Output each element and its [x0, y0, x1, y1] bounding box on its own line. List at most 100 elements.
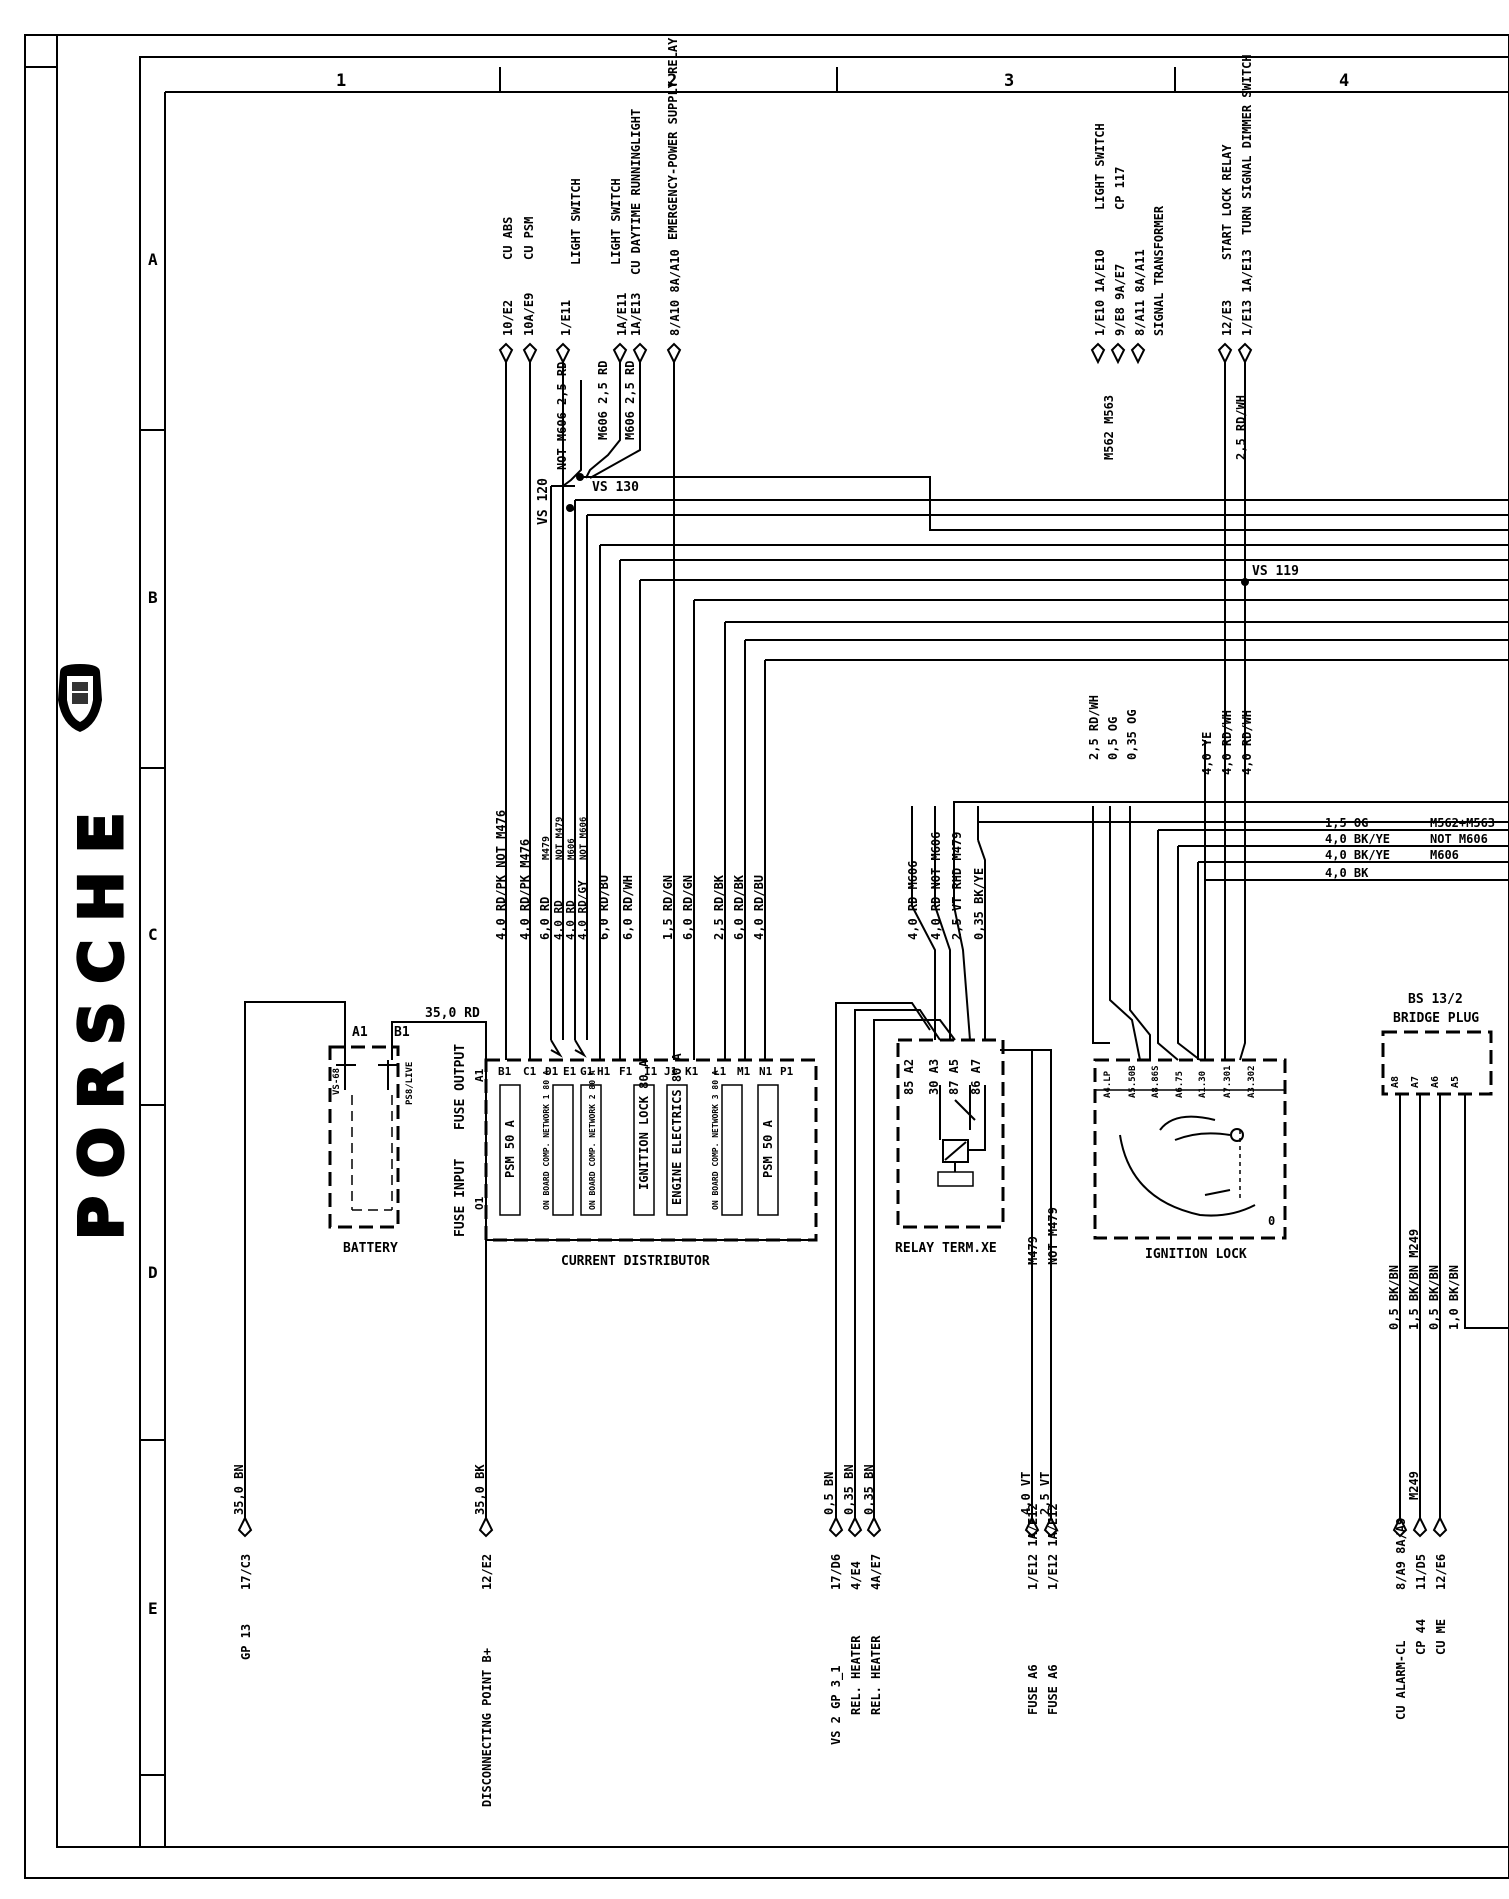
dist-wire-label-7: 6,0 RD/BU — [597, 875, 611, 940]
top-ref-code-4: 1A/E11 — [615, 293, 629, 336]
relay-side-label-2: NOT M479 — [1046, 1207, 1060, 1265]
distributor-pin-m1: M1 — [737, 1065, 751, 1078]
battery-inner-left: VS-68 — [332, 1068, 342, 1095]
relay-wire-label-4: 0,35 BK/YE — [972, 868, 986, 940]
dist-wire-label-2: 4,0 RD/PK M476 — [518, 839, 532, 940]
top-ref-code-6: 8/A10 8A/A10 — [668, 249, 682, 336]
ignition-pin-4: A6.75 — [1175, 1071, 1185, 1098]
distributor-pin-n1: N1 — [759, 1065, 773, 1078]
top-wire-label-4: M562 M563 — [1102, 395, 1116, 460]
top-wire-label-1: NOT M606 2,5 RD — [555, 362, 569, 470]
distributor-pin-b1: B1 — [498, 1065, 512, 1078]
battery-wire-label: 35,0 RD — [425, 1006, 480, 1021]
distributor-wires — [505, 362, 766, 1060]
battery-label: BATTERY — [343, 1241, 398, 1256]
grid-col-3: 3 — [1004, 71, 1014, 91]
distributor-pin-c1: C1 — [523, 1065, 537, 1078]
bottom-ref-dest-9: CP 44 — [1414, 1619, 1428, 1655]
top-ref-dest-2: CU PSM — [522, 217, 536, 260]
bridge-pin-a8: A8 — [1390, 1076, 1401, 1088]
right-wire-2-size: 4,0 BK/YE — [1325, 832, 1390, 846]
top-ref-dest-8: CP 117 — [1113, 167, 1127, 210]
top-ref-dest-3: LIGHT SWITCH — [569, 178, 583, 265]
horizontal-runs — [574, 499, 1509, 661]
bottom-ref-code-7: 1/E12 1A/E12 — [1046, 1503, 1060, 1590]
bottom-bat-label: 35,0 BN — [232, 1464, 246, 1515]
fuse-engine-electrics: ENGINE ELECTRICS 80 A — [670, 1053, 684, 1205]
bottom-dist-label: 35,0 BK — [473, 1464, 487, 1515]
right-wire-4-size: 4,0 BK — [1325, 866, 1369, 880]
dist-wire-label-11: 2,5 RD/BK — [712, 874, 726, 940]
bottom-ref-code-5: 4A/E7 — [869, 1554, 883, 1590]
relay-label: RELAY TERM.XE — [895, 1241, 997, 1256]
node-vs130: VS 130 — [592, 480, 639, 495]
distributor-pin-o1: O1 — [473, 1196, 486, 1210]
distributor-pin-a1: A1 — [473, 1068, 486, 1082]
right-wire-3-size: 4,0 BK/YE — [1325, 848, 1390, 862]
bottom-ref-code-4: 4/E4 — [849, 1561, 863, 1590]
ignition-pin-3: A8.86S — [1151, 1065, 1161, 1098]
top-ref-code-10: 12/E3 — [1220, 300, 1234, 336]
top-ref-dest-4: LIGHT SWITCH — [609, 178, 623, 265]
bottom-ref-code-8: 8/A9 8A/A9 — [1394, 1518, 1408, 1590]
bottom-ref-dest-5: REL. HEATER — [869, 1635, 883, 1715]
grid-col-1: 1 — [336, 71, 346, 91]
top-ref-code-7: 1/E10 1A/E10 — [1093, 249, 1107, 336]
fuse-psm-1: PSM 50 A — [503, 1119, 517, 1178]
bottom-ref-code-2: 12/E2 — [480, 1554, 494, 1590]
top-ref-dest-9: SIGNAL TRANSFORMER — [1152, 205, 1166, 336]
dist-wire-label-4: 4,0 RD — [552, 900, 565, 940]
relay-pin-1: 85 A2 — [902, 1059, 916, 1095]
bridge-wire-1: 0,5 BK/BN — [1387, 1265, 1401, 1330]
grid-row-b: B — [148, 588, 158, 607]
ign-wire-label-4: 4,0 YE — [1200, 732, 1214, 775]
bottom-ref-code-1: 17/C3 — [239, 1554, 253, 1590]
dist-wire-label-13: 4,0 RD/BU — [752, 875, 766, 940]
bottom-ref-dest-3: VS 2 GP 3_1 — [829, 1666, 844, 1745]
ign-wire-label-6: 4,0 RD/WH — [1240, 710, 1254, 775]
dist-small-label-1: M479 — [541, 836, 552, 860]
top-ref-dest-1: CU ABS — [501, 217, 515, 260]
bridge-pin-a5: A5 — [1450, 1076, 1461, 1088]
fuse-network-3: ON BOARD COMP. NETWORK 3 80 A — [711, 1070, 720, 1210]
top-ref-dest-6a: EMERGENCY-POWER SUPPLY RELAY — [666, 37, 680, 240]
distributor-pin-k1: K1 — [685, 1065, 699, 1078]
bottom-fuse-label-1: 4,0 VT — [1019, 1472, 1033, 1515]
top-connectors — [498, 342, 1253, 365]
bottom-relay-label-2: 0,35 BN — [842, 1464, 856, 1515]
bridge-pin-a6: A6 — [1430, 1076, 1441, 1088]
bottom-ref-code-3: 17/D6 — [829, 1554, 843, 1590]
dist-small-label-3: M606 — [567, 838, 577, 860]
distributor-pin-i1: I1 — [644, 1065, 658, 1078]
bottom-ref-code-6: 1/E12 1A/E12 — [1026, 1503, 1040, 1590]
relay-wire-label-3: 2,5 VT RHD M479 — [950, 832, 964, 940]
dist-wire-label-12: 6,0 RD/BK — [732, 874, 746, 940]
right-wire-1-code: M562+M563 — [1430, 816, 1495, 830]
bottom-wires — [237, 1240, 1448, 1538]
dist-wire-label-9: 1,5 RD/GN — [661, 875, 675, 940]
top-ref-code-2: 10A/E9 — [522, 293, 536, 336]
ignition-lock — [1092, 362, 1287, 1240]
battery-inner-right: PS8/LIVE — [405, 1062, 415, 1105]
porsche-crest-logo — [58, 664, 102, 732]
ignition-pin-1: A4.LP — [1103, 1070, 1113, 1098]
bottom-ref-dest-1: GP 13 — [239, 1624, 253, 1660]
bridge-wire-4: 1,0 BK/BN — [1447, 1265, 1461, 1330]
battery-pin-b1: B1 — [394, 1025, 410, 1040]
dist-wire-label-1: 4,0 RD/PK NOT M476 — [494, 810, 508, 940]
dist-wire-label-5: 4,0 RD — [564, 900, 577, 940]
grid-row-c: C — [148, 925, 158, 944]
fuse-network-2: ON BOARD COMP. NETWORK 2 80 A — [588, 1070, 597, 1210]
distributor-pin-e1: E1 — [563, 1065, 577, 1078]
bottom-ref-dest-2: DISCONNECTING POINT B+ — [480, 1648, 494, 1807]
right-wire-2-code: NOT M606 — [1430, 832, 1488, 846]
relay-pin-3: 87 A5 — [947, 1059, 961, 1095]
dist-wire-label-10: 6,0 RD/GN — [681, 875, 695, 940]
bottom-fuse-label-2: 2,5 VT — [1038, 1472, 1052, 1515]
drawing-frame — [24, 34, 1509, 1879]
top-ref-code-1: 10/E2 — [501, 300, 515, 336]
ignition-extra: 0 — [1268, 1214, 1275, 1228]
top-ref-code-11: 1/E13 1A/E13 — [1240, 249, 1254, 336]
top-ref-code-3: 1/E11 — [559, 300, 573, 336]
distributor-fuse-output: FUSE OUTPUT — [453, 1044, 468, 1130]
